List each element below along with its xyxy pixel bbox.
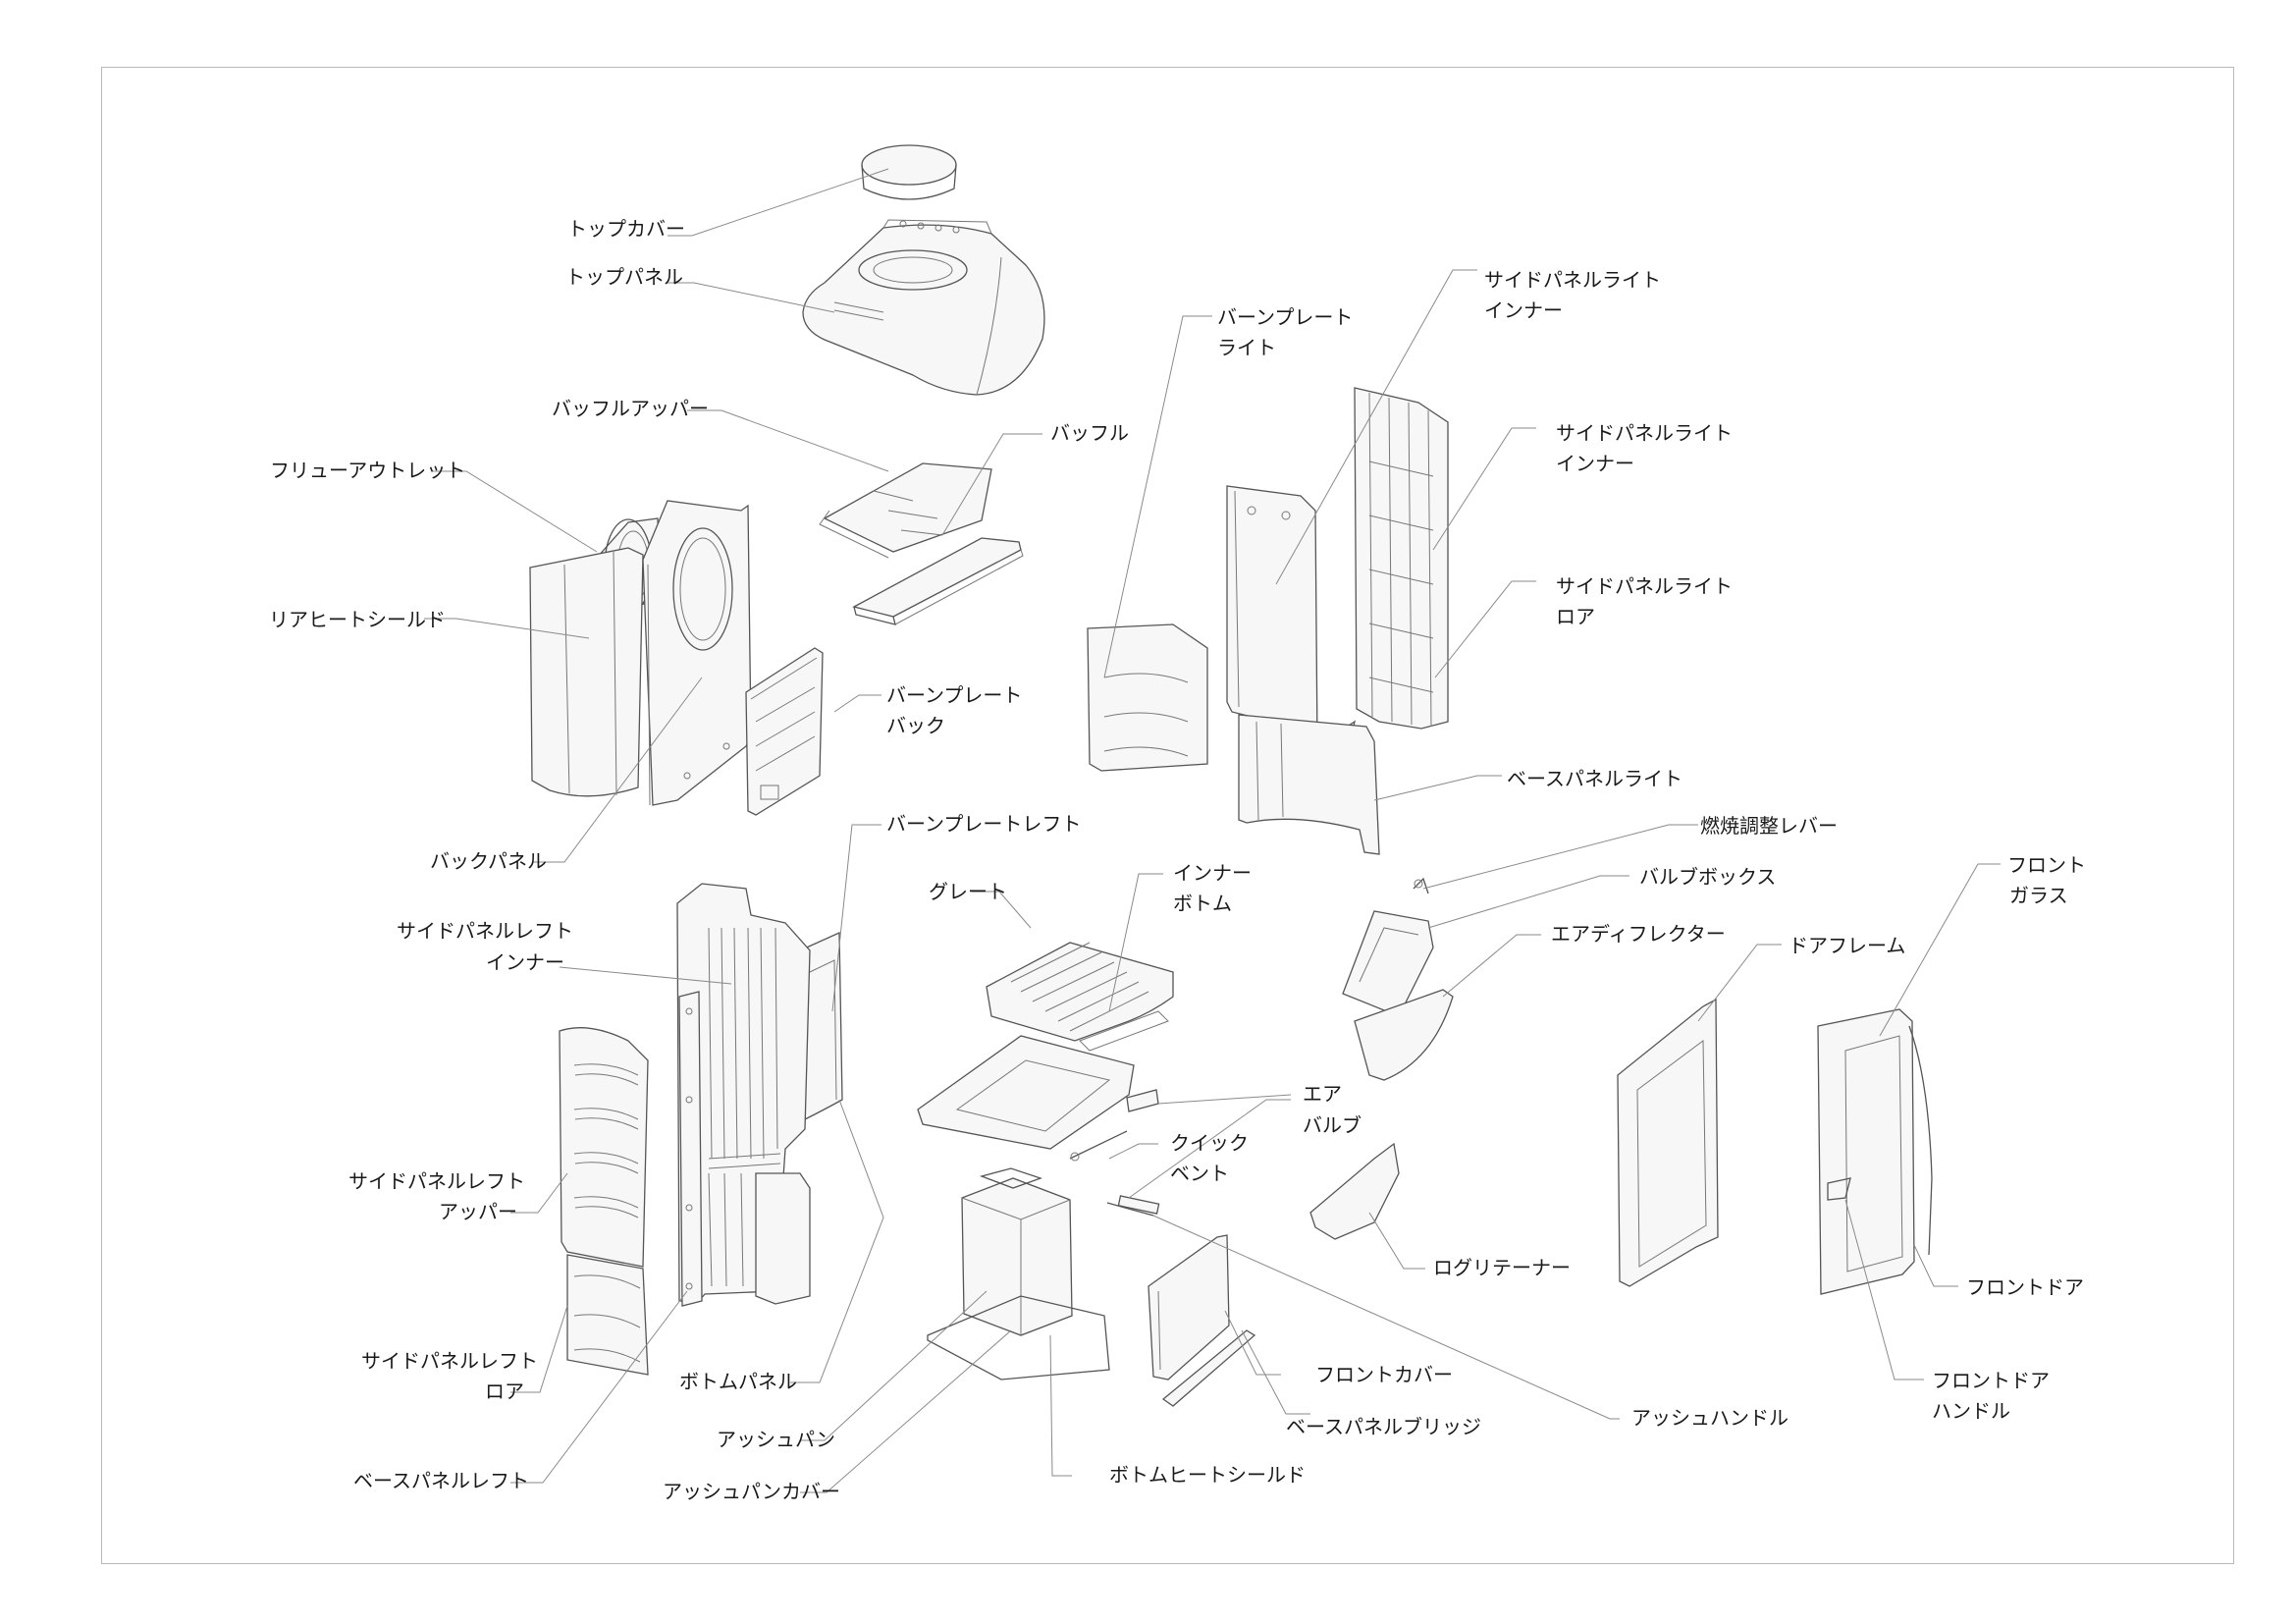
grate-part: [986, 942, 1174, 1042]
label-valve-box: バルブボックス: [1639, 865, 1776, 889]
label-quick-vent-line2: ベント: [1170, 1162, 1229, 1185]
part-labels: トップカバー トップパネル バッフルアッパー バッフル フリューアウトレット リ…: [269, 217, 2086, 1503]
label-side-panel-right-lower-line1: サイドパネルライト: [1556, 574, 1733, 598]
door-frame-part: [1617, 998, 1719, 1287]
base-panel-right-part: [1238, 714, 1380, 855]
label-air-deflector: エアディフレクター: [1551, 922, 1726, 946]
label-rear-heat-shield: リアヒートシールド: [269, 608, 446, 631]
log-retainer-part: [1309, 1142, 1400, 1240]
combustion-lever-part: [1413, 877, 1429, 894]
label-side-panel-right-inner-a-line1: サイドパネルライト: [1484, 268, 1661, 292]
label-front-door-handle-line2: ハンドル: [1932, 1399, 2010, 1423]
label-combustion-lever: 燃焼調整レバー: [1700, 814, 1838, 838]
base-panel-left-part: [678, 991, 703, 1307]
front-door-handle-part: [1827, 1177, 1851, 1201]
label-burn-plate-back-line1: バーンプレート: [886, 683, 1022, 707]
label-inner-bottom-line2: ボトム: [1173, 892, 1232, 915]
label-front-cover: フロントカバー: [1315, 1363, 1453, 1386]
label-baffle: バッフル: [1050, 421, 1129, 445]
label-front-door: フロントドア: [1966, 1275, 2084, 1299]
air-valve-part: [1126, 1089, 1159, 1112]
label-grate: グレート: [929, 880, 1007, 903]
label-base-panel-right: ベースパネルライト: [1507, 767, 1682, 790]
label-inner-bottom-line1: インナー: [1173, 861, 1252, 885]
label-baffle-upper: バッフルアッパー: [552, 397, 709, 420]
label-burn-plate-back-line2: バック: [886, 714, 945, 737]
ash-pan-part: [961, 1167, 1073, 1336]
ash-handle-part: [1106, 1195, 1160, 1217]
label-ash-pan: アッシュパン: [717, 1428, 835, 1451]
label-ash-handle: アッシュハンドル: [1631, 1406, 1789, 1430]
label-quick-vent-line1: クイック: [1170, 1131, 1249, 1155]
label-side-panel-left-inner-line1: サイドパネルレフト: [397, 919, 573, 943]
label-door-frame: ドアフレーム: [1789, 934, 1905, 957]
burn-plate-right-part: [1087, 623, 1208, 772]
side-panel-left-upper-part: [559, 1027, 649, 1268]
front-glass-part: [1817, 1008, 1915, 1295]
label-side-panel-left-lower-line2: ロア: [485, 1380, 524, 1403]
label-burn-plate-left: バーンプレートレフト: [886, 812, 1081, 836]
burn-plate-back-part: [745, 647, 824, 816]
label-base-panel-left: ベースパネルレフト: [353, 1469, 529, 1492]
baffle-part: [852, 537, 1024, 625]
bottom-panel-part: [917, 1035, 1135, 1150]
label-side-panel-left-upper-line2: アッパー: [439, 1200, 517, 1223]
side-panel-left-inner-part: [676, 883, 811, 1305]
quick-vent-part: [1069, 1130, 1128, 1162]
side-panel-left-lower-part: [566, 1254, 649, 1376]
label-burn-plate-right-line1: バーンプレート: [1217, 305, 1353, 329]
side-panel-right-lower-part: [1226, 485, 1357, 748]
label-side-panel-right-inner-b-line1: サイドパネルライト: [1556, 421, 1733, 445]
drawing-border: [101, 67, 2234, 1564]
label-air-valve-line2: バルブ: [1303, 1113, 1362, 1137]
inner-bottom-part: [1079, 1010, 1169, 1052]
label-side-panel-right-inner-b-line2: インナー: [1556, 452, 1634, 475]
label-side-panel-right-lower-line2: ロア: [1556, 605, 1595, 628]
label-ash-pan-cover: アッシュパンカバー: [663, 1480, 840, 1503]
label-side-panel-left-lower-line1: サイドパネルレフト: [361, 1349, 538, 1373]
baffle-upper-part: [819, 462, 992, 559]
rear-heat-shield-part: [529, 547, 644, 797]
leader-lines: [424, 168, 2001, 1493]
label-front-glass-line2: ガラス: [2009, 884, 2068, 907]
label-front-glass-line1: フロント: [2007, 853, 2086, 877]
label-side-panel-left-upper-line1: サイドパネルレフト: [348, 1169, 525, 1193]
label-bottom-panel: ボトムパネル: [679, 1370, 797, 1393]
label-top-panel: トップパネル: [565, 265, 683, 289]
label-front-door-handle-line1: フロントドア: [1932, 1369, 2050, 1392]
label-log-retainer: ログリテーナー: [1433, 1256, 1571, 1279]
label-bottom-heat-shield: ボトムヒートシールド: [1109, 1463, 1306, 1487]
label-base-panel-bridge: ベースパネルブリッジ: [1286, 1415, 1481, 1438]
burn-plate-left-part: [799, 932, 843, 1121]
label-burn-plate-right-line2: ライト: [1217, 336, 1276, 359]
back-panel-part: [642, 500, 752, 806]
top-cover-part: [861, 144, 957, 200]
label-side-panel-right-inner-a-line2: インナー: [1484, 298, 1563, 322]
label-back-panel: バックパネル: [430, 849, 547, 873]
label-side-panel-left-inner-line2: インナー: [486, 950, 564, 974]
side-panel-right-inner-part: [1354, 387, 1449, 730]
base-panel-bridge-part: [1161, 1329, 1256, 1407]
top-panel-part: [802, 219, 1045, 396]
front-cover-part: [1148, 1234, 1230, 1380]
ash-pan-cover-part: [927, 1295, 1110, 1380]
air-deflector-part: [1354, 989, 1454, 1081]
label-flue-outlet: フリューアウトレット: [270, 459, 465, 482]
label-air-valve-line1: エア: [1303, 1082, 1342, 1106]
front-door-part: [1908, 1025, 1933, 1256]
label-top-cover: トップカバー: [567, 217, 685, 241]
